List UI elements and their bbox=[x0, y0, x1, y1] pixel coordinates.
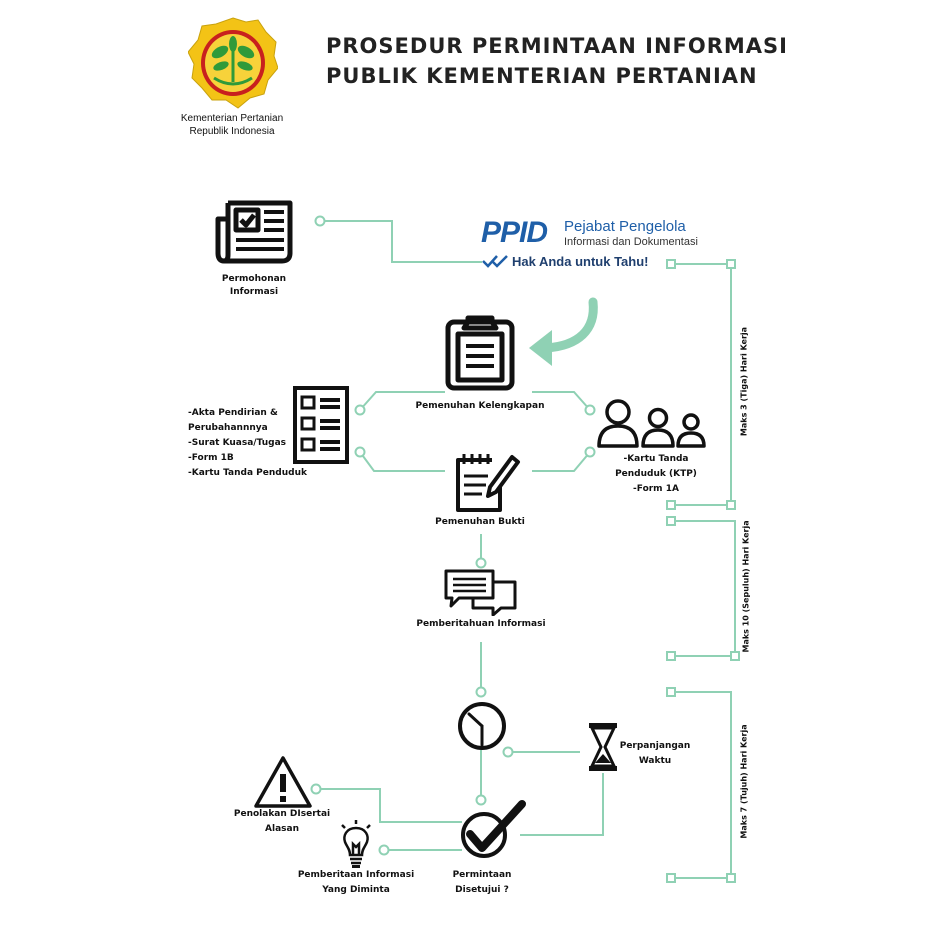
check-circle-icon bbox=[461, 800, 526, 858]
disetujui-label-line1: Permintaan bbox=[452, 870, 512, 880]
ppid-name-line2: Informasi dan Dokumentasi bbox=[564, 236, 698, 248]
requirement-left-1: -Akta Pendirian & bbox=[188, 408, 278, 418]
requirement-right-3: -Form 1A bbox=[633, 484, 679, 494]
ppid-name-line1: Pejabat Pengelola bbox=[564, 218, 686, 235]
requirement-left-2: Perubahannnya bbox=[188, 423, 268, 433]
clock-icon bbox=[458, 702, 506, 750]
bukti-label: Pemenuhan Bukti bbox=[435, 517, 525, 527]
page-title-line1: PROSEDUR PERMINTAAN INFORMASI bbox=[326, 34, 788, 58]
requirement-right-2: Penduduk (KTP) bbox=[615, 469, 697, 479]
pemberitahuan-label: Pemberitahuan Informasi bbox=[416, 619, 546, 629]
pemberitaan-label-line1: Pemberitaan Informasi bbox=[297, 870, 415, 880]
permohonan-label-line1: Permohonan bbox=[221, 274, 287, 284]
timeline-phase3-label: Maks 7 (Tujuh) Hari Kerja bbox=[739, 724, 749, 839]
disetujui-label-line2: Disetujui ? bbox=[455, 885, 509, 895]
penolakan-label-line1: Penolakan DIsertai bbox=[233, 809, 331, 819]
perpanjangan-label-line2: Waktu bbox=[638, 756, 672, 766]
permohonan-label-line2: Informasi bbox=[229, 287, 279, 297]
requirement-left-5: -Kartu Tanda Penduduk bbox=[188, 468, 307, 478]
perpanjangan-label-line1: Perpanjangan bbox=[619, 741, 691, 751]
requirement-right-1: -Kartu Tanda bbox=[623, 454, 689, 464]
ppid-tagline: Hak Anda untuk Tahu! bbox=[512, 254, 649, 269]
people-group-icon bbox=[597, 399, 706, 448]
ppid-logo-text: PPID bbox=[481, 216, 548, 249]
chat-bubbles-icon bbox=[444, 569, 517, 616]
requirement-left-3: -Surat Kuasa/Tugas bbox=[188, 438, 287, 448]
page-title-line2: PUBLIK KEMENTERIAN PERTANIAN bbox=[326, 64, 758, 88]
clipboard-icon bbox=[445, 315, 515, 391]
org-name-line2: Republik Indonesia bbox=[189, 126, 275, 137]
hourglass-icon bbox=[589, 723, 617, 771]
warning-icon bbox=[254, 756, 312, 808]
lightbulb-icon bbox=[341, 820, 371, 868]
timeline-phase2-label: Maks 10 (Sepuluh) Hari Kerja bbox=[741, 520, 751, 653]
kelengkapan-label: Pemenuhan Kelengkapan bbox=[415, 401, 545, 411]
checklist-document-icon bbox=[293, 386, 349, 464]
newspaper-icon bbox=[215, 200, 293, 264]
penolakan-label-line2: Alasan bbox=[265, 824, 299, 834]
ministry-logo bbox=[188, 17, 278, 109]
notepad-pen-icon bbox=[456, 454, 520, 512]
org-name-line1: Kementerian Pertanian bbox=[180, 113, 284, 124]
timeline-phase1-label: Maks 3 (Tiga) Hari Kerja bbox=[739, 326, 749, 437]
double-check-icon bbox=[482, 255, 508, 268]
pemberitaan-label-line2: Yang Diminta bbox=[322, 885, 390, 895]
requirement-left-4: -Form 1B bbox=[188, 453, 234, 463]
